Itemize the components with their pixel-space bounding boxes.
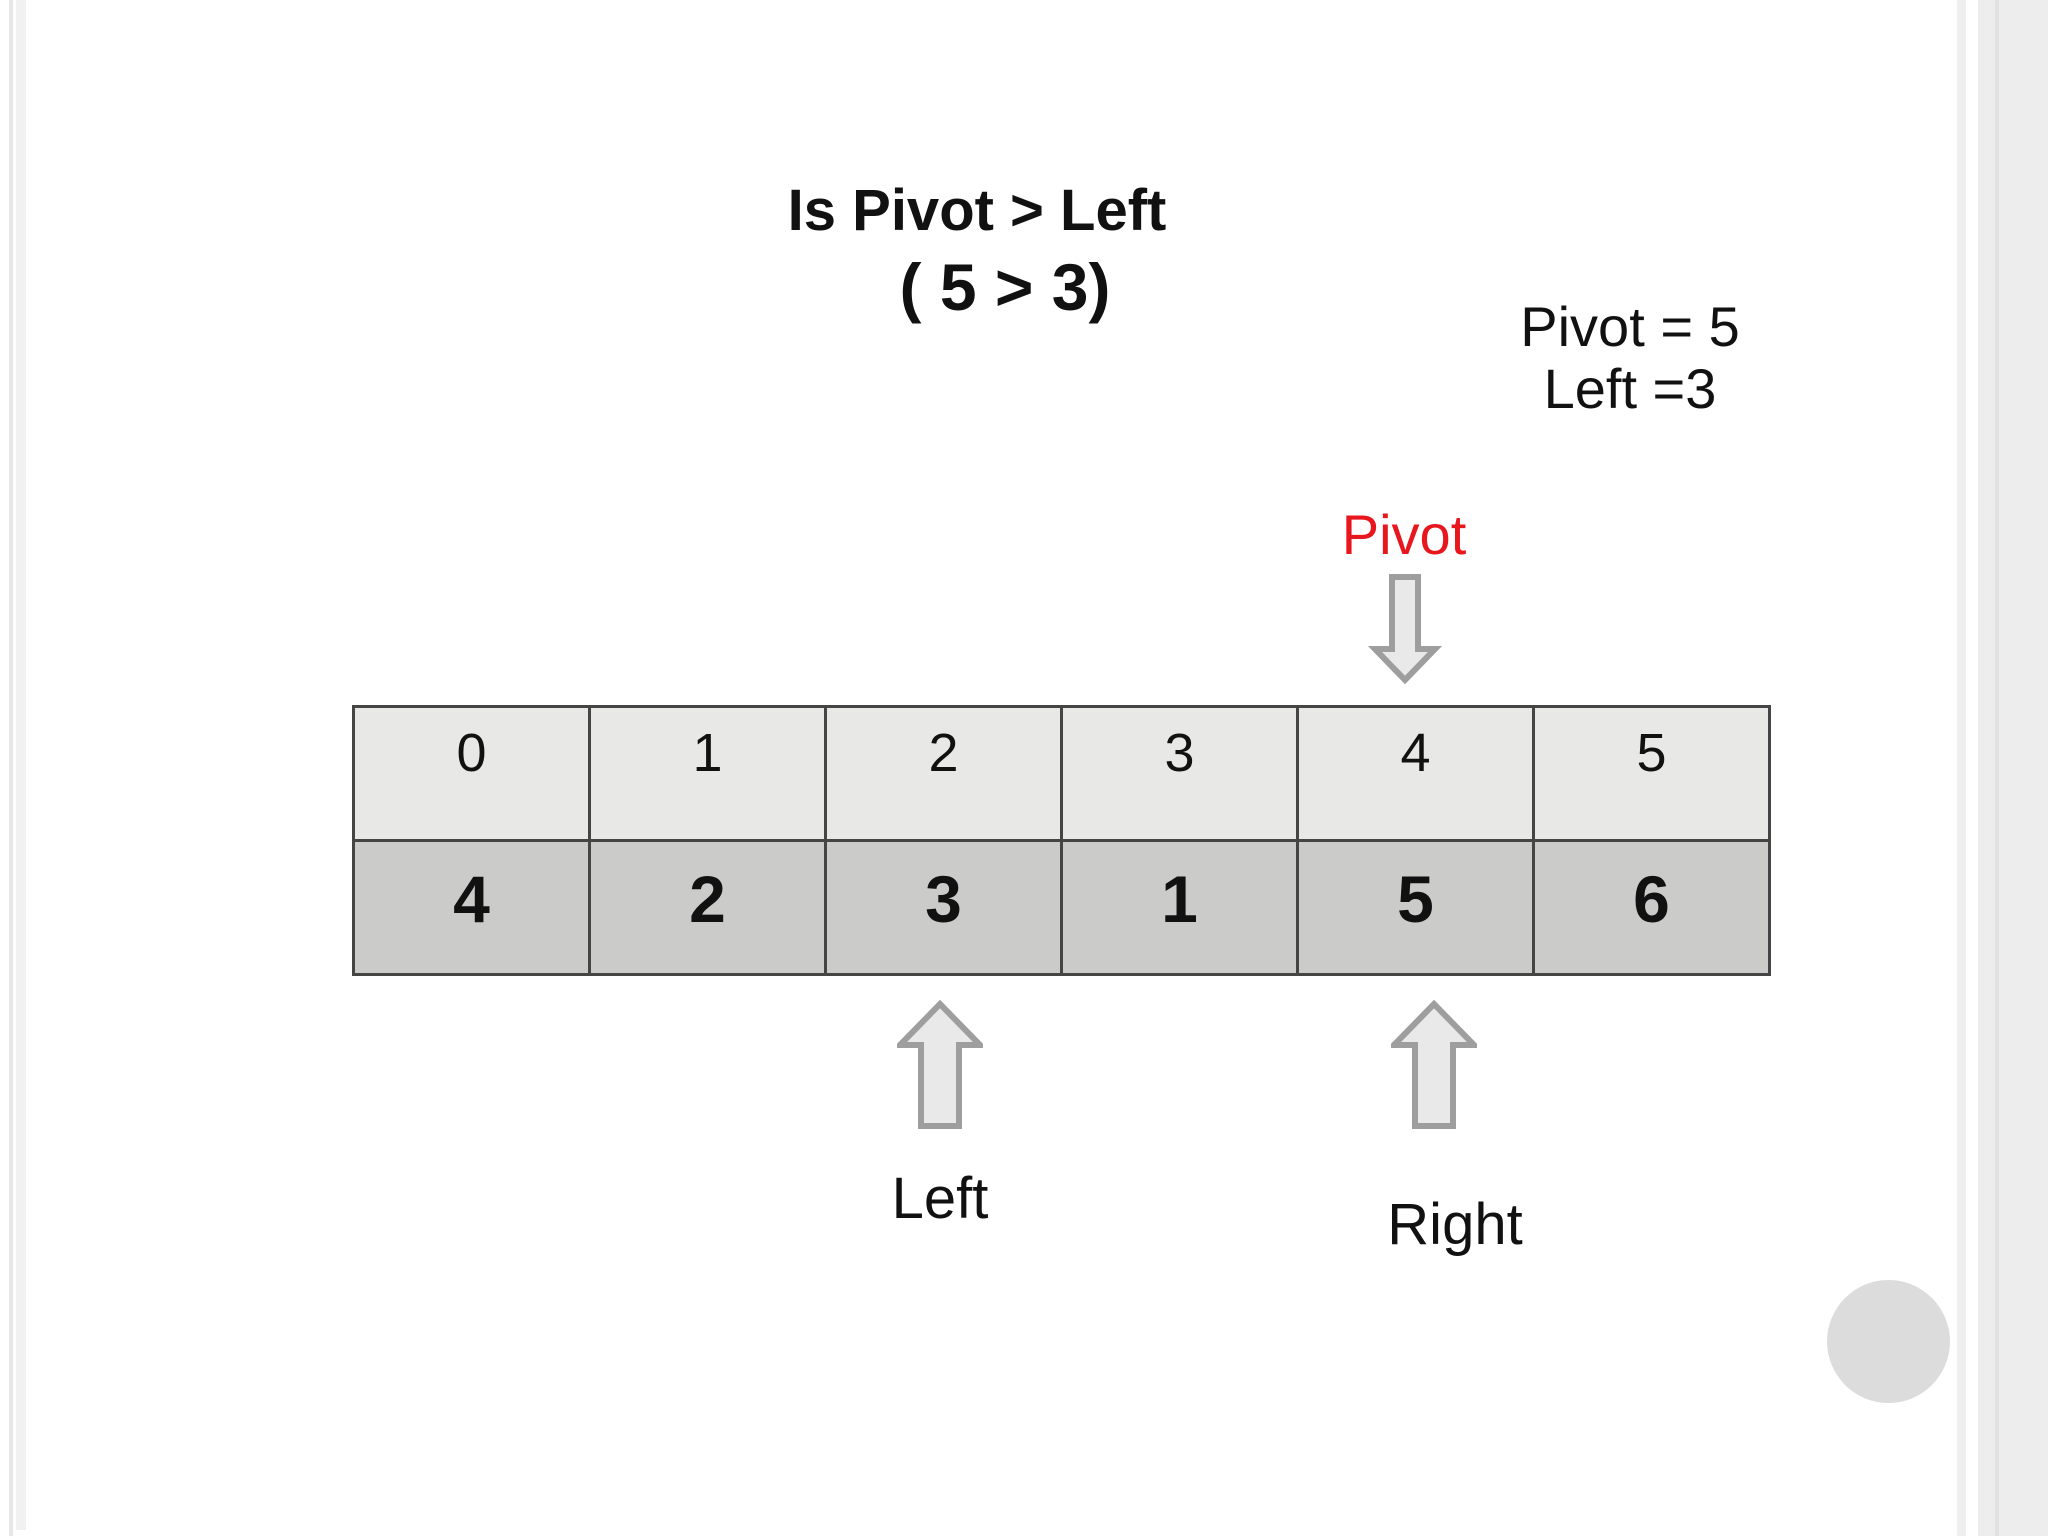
pivot-value-text: Pivot = 5: [1520, 295, 1740, 358]
value-cell-4: 5: [1296, 839, 1535, 976]
array-table: 0 1 2 3 4 5 4 2 3 1 5 6: [352, 705, 1771, 976]
right-side-panel-divider: [1995, 0, 1999, 1536]
slide-title: Is Pivot > Left ( 5 > 3): [788, 176, 1167, 328]
value-row: 4 2 3 1 5 6: [352, 839, 1771, 976]
pivot-pointer-label: Pivot: [1341, 503, 1467, 566]
decorative-circle: [1827, 1280, 1950, 1403]
value-cell-1: 2: [588, 839, 827, 976]
index-row: 0 1 2 3 4 5: [352, 705, 1771, 842]
left-pointer-label: Left: [891, 1166, 989, 1231]
value-cell-5: 6: [1532, 839, 1771, 976]
right-up-arrow-icon: [1391, 1000, 1477, 1129]
index-cell-0: 0: [352, 705, 591, 842]
value-cell-3: 1: [1060, 839, 1299, 976]
variable-values: Pivot = 5 Left =3: [1520, 296, 1739, 420]
slide-left-edge-band: [16, 0, 26, 1530]
index-cell-4: 4: [1296, 705, 1535, 842]
slide-left-edge-line: [9, 0, 13, 1536]
right-side-panel: [1978, 0, 2048, 1536]
title-question: Is Pivot > Left: [787, 178, 1167, 243]
index-cell-5: 5: [1532, 705, 1771, 842]
value-cell-0: 4: [352, 839, 591, 976]
value-cell-2: 3: [824, 839, 1063, 976]
title-comparison: ( 5 > 3): [899, 250, 1111, 324]
pivot-down-arrow-icon: [1368, 574, 1442, 684]
index-cell-2: 2: [824, 705, 1063, 842]
left-up-arrow-icon: [897, 1000, 983, 1129]
slide-right-edge-band: [1957, 0, 1966, 1536]
index-cell-3: 3: [1060, 705, 1299, 842]
right-pointer-label: Right: [1387, 1192, 1523, 1257]
left-value-text: Left =3: [1543, 357, 1717, 420]
index-cell-1: 1: [588, 705, 827, 842]
